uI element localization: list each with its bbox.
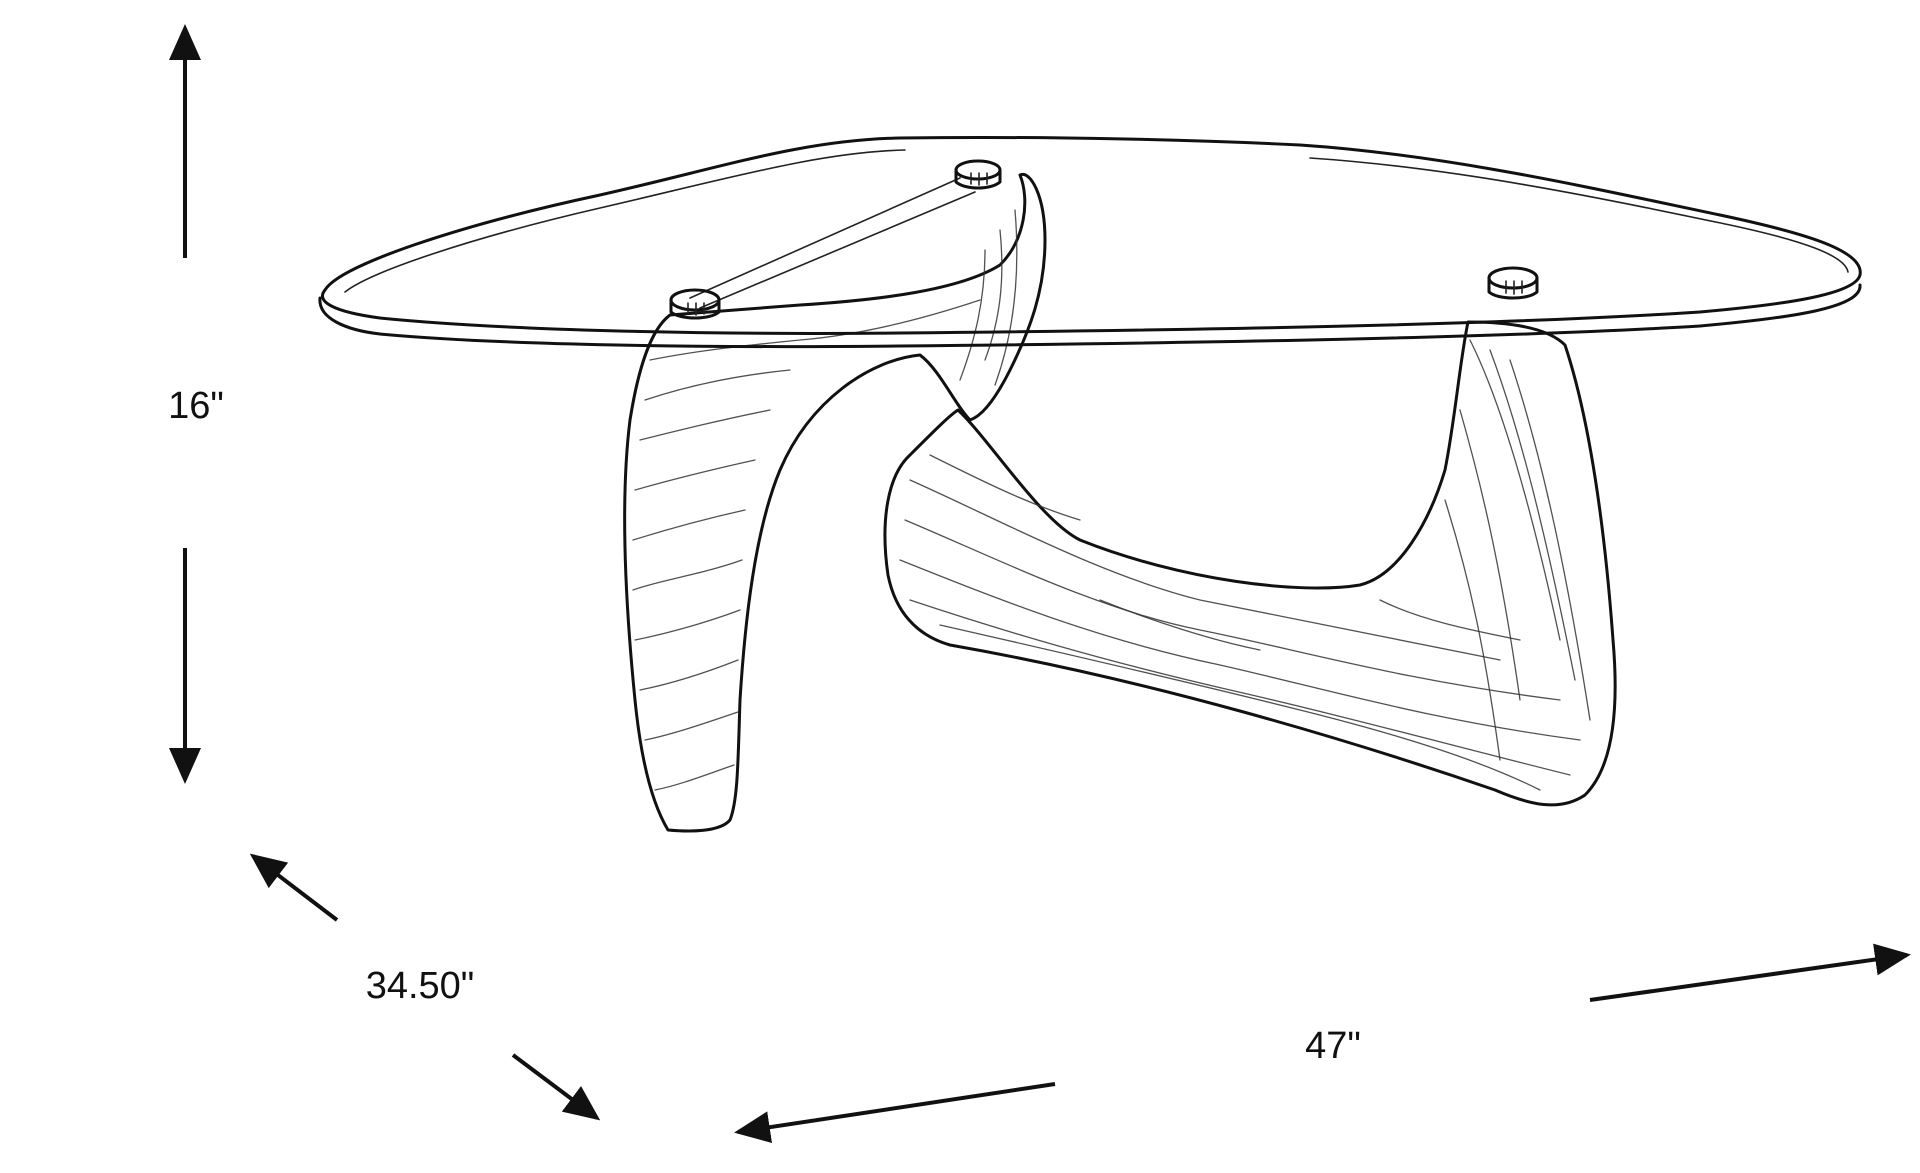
width-arrow-left <box>734 1082 1056 1144</box>
width-label: 47" <box>1305 1025 1361 1067</box>
connector-pad-right <box>1487 266 1539 300</box>
height-label: 16" <box>168 385 224 427</box>
depth-dimension: 34.50" <box>249 853 601 1121</box>
depth-arrow-down <box>511 1053 601 1121</box>
left-wood-base <box>623 172 1047 833</box>
depth-arrow-up <box>249 853 339 922</box>
coffee-table-illustration <box>318 135 1862 833</box>
depth-label: 34.50" <box>366 965 475 1007</box>
width-dimension: 47" <box>734 943 1911 1144</box>
connector-pad-back <box>954 159 1002 190</box>
glass-table-top <box>318 135 1862 349</box>
connector-pad-left <box>669 288 721 320</box>
width-arrow-right <box>1589 943 1911 1002</box>
height-dimension: 16" <box>168 24 224 784</box>
top-brace <box>689 177 976 309</box>
right-wood-base <box>883 320 1617 807</box>
